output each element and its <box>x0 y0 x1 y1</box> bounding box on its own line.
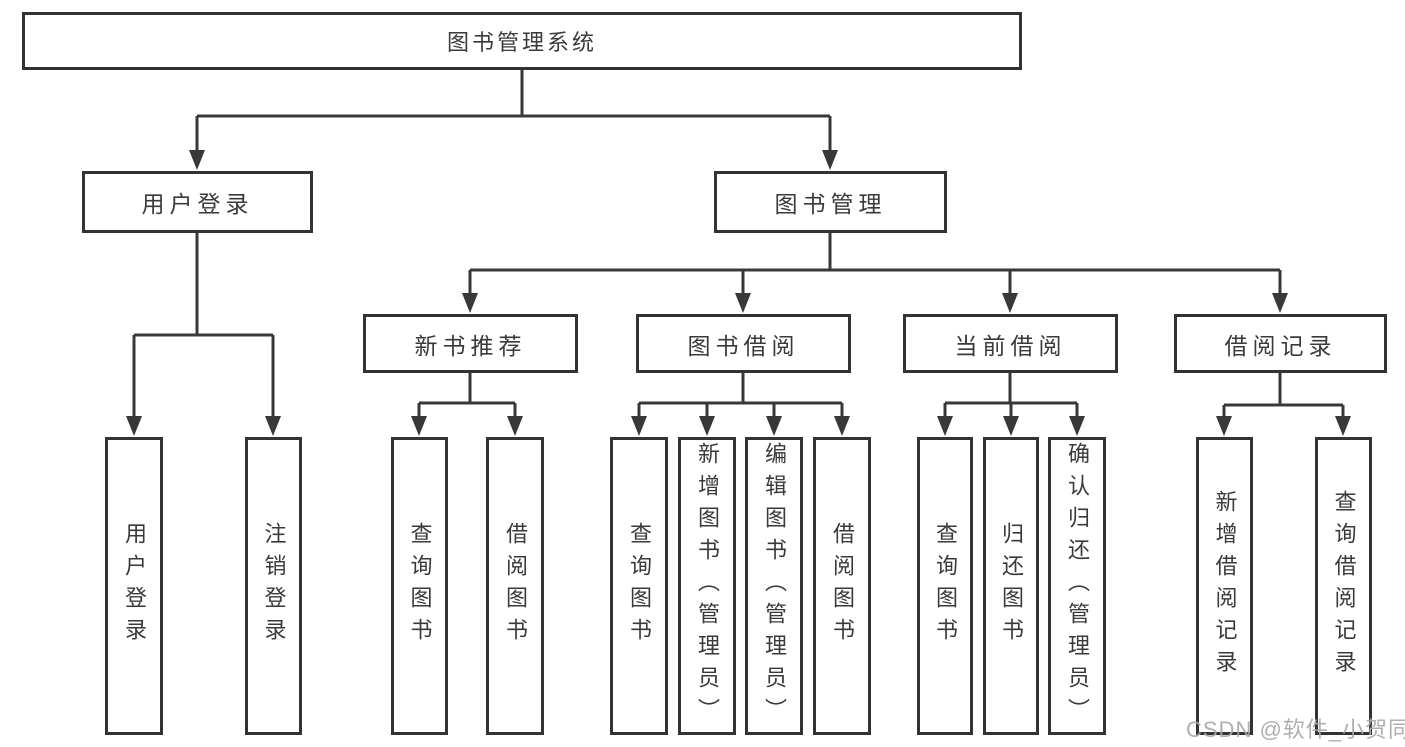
node-root: 图书管理系统 <box>22 12 1022 70</box>
leaf-user-login-label: 用户登录 <box>122 522 147 650</box>
node-current-borrow: 当前借阅 <box>903 314 1118 373</box>
leaf-query-books-borrow: 查询图书 <box>610 437 668 735</box>
node-book-mgmt-label: 图书管理 <box>774 191 887 217</box>
node-book-mgmt: 图书管理 <box>714 171 947 233</box>
node-book-borrow-label: 图书借阅 <box>687 332 800 359</box>
node-new-book-recommend-label: 新书推荐 <box>414 332 527 359</box>
leaf-confirm-return-admin-label: 确认归还（管理员） <box>1065 442 1090 730</box>
node-user-login-label: 用户登录 <box>141 191 254 217</box>
leaf-query-borrow-record-label: 查询借阅记录 <box>1331 490 1357 682</box>
leaf-borrow-books-label: 借阅图书 <box>830 522 855 650</box>
leaf-logout-label: 注销登录 <box>261 522 287 650</box>
leaf-return-book: 归还图书 <box>983 437 1039 735</box>
node-new-book-recommend: 新书推荐 <box>363 314 578 373</box>
leaf-logout: 注销登录 <box>245 437 302 735</box>
leaf-edit-book-admin: 编辑图书（管理员） <box>745 437 803 735</box>
leaf-query-books-current-label: 查询图书 <box>933 522 958 650</box>
node-book-borrow: 图书借阅 <box>636 314 851 373</box>
leaf-add-borrow-record: 新增借阅记录 <box>1196 437 1253 735</box>
leaf-query-books-recommend: 查询图书 <box>391 437 448 735</box>
node-current-borrow-label: 当前借阅 <box>954 332 1067 359</box>
leaf-borrow-books: 借阅图书 <box>813 437 871 735</box>
leaf-borrow-books-recommend: 借阅图书 <box>486 437 544 735</box>
leaf-add-book-admin-label: 新增图书（管理员） <box>695 442 720 730</box>
node-user-login: 用户登录 <box>82 171 313 233</box>
leaf-confirm-return-admin: 确认归还（管理员） <box>1048 437 1106 735</box>
leaf-query-borrow-record: 查询借阅记录 <box>1315 437 1372 735</box>
leaf-add-borrow-record-label: 新增借阅记录 <box>1212 490 1238 682</box>
leaf-return-book-label: 归还图书 <box>999 522 1024 650</box>
leaf-query-books-current: 查询图书 <box>917 437 973 735</box>
node-root-label: 图书管理系统 <box>446 30 597 55</box>
leaf-borrow-books-recommend-label: 借阅图书 <box>503 522 528 650</box>
leaf-query-books-borrow-label: 查询图书 <box>627 522 652 650</box>
node-borrow-records-label: 借阅记录 <box>1224 332 1337 359</box>
leaf-user-login: 用户登录 <box>105 437 163 735</box>
leaf-edit-book-admin-label: 编辑图书（管理员） <box>762 442 787 730</box>
node-borrow-records: 借阅记录 <box>1174 314 1387 373</box>
leaf-query-books-recommend-label: 查询图书 <box>407 522 433 650</box>
leaf-add-book-admin: 新增图书（管理员） <box>678 437 736 735</box>
watermark: CSDN @软件_小贺同学 <box>1186 717 1405 742</box>
